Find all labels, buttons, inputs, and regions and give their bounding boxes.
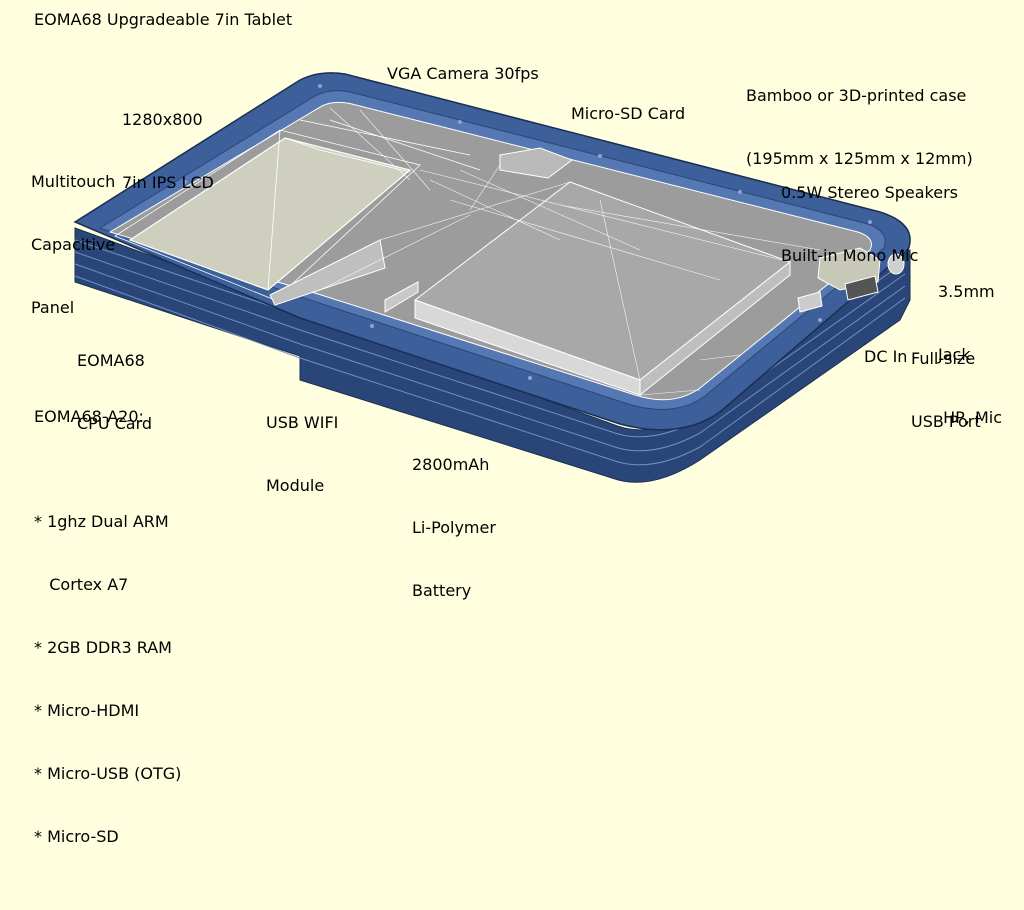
audio-jack	[887, 253, 905, 275]
label-usb-port: Full-size USB Port	[911, 306, 981, 453]
label-usb-port-line-2: USB Port	[911, 412, 981, 431]
label-touch-line-3: Panel	[31, 298, 75, 317]
label-usb-port-line-1: Full-size	[911, 349, 976, 368]
label-cpu-card-line-1: EOMA68	[77, 351, 145, 370]
label-battery-line-2: Li-Polymer	[412, 518, 496, 537]
spec-item: * 1ghz Dual ARM	[34, 512, 169, 531]
lcd-panel	[128, 137, 412, 291]
label-lcd-line-2: 7in IPS LCD	[122, 173, 214, 192]
label-cpu-card-line-2: CPU Card	[77, 414, 153, 433]
label-jack-line-2: Jack	[938, 345, 971, 364]
label-touch: Multitouch Capacitive Panel	[31, 129, 115, 339]
label-speakers: 0.5W Stereo Speakers Built-in Mono Mic	[781, 140, 958, 287]
wifi-module-block	[384, 281, 419, 313]
label-case-line-2: (195mm x 125mm x 12mm)	[746, 149, 973, 168]
diagram-title: EOMA68 Upgradeable 7in Tablet	[34, 10, 293, 29]
label-case: Bamboo or 3D-printed case (195mm x 125mm…	[746, 43, 973, 190]
spec-item: * 2GB DDR3 RAM	[34, 638, 172, 657]
spec-item: * Micro-HDMI	[34, 701, 140, 720]
label-wifi-line-2: Module	[266, 476, 325, 495]
spec-item: Cortex A7	[34, 575, 129, 594]
label-jack-line-3: HP, Mic	[938, 408, 1002, 427]
usb-port-block	[844, 275, 879, 301]
label-battery: 2800mAh Li-Polymer Battery	[412, 412, 496, 622]
label-lcd-line-1: 1280x800	[122, 110, 203, 129]
case-rivets	[183, 84, 872, 380]
label-microsd-card: Micro-SD Card	[571, 104, 686, 123]
cpu-card-block	[269, 239, 386, 306]
page: { "title": "EOMA68 Upgradeable 7in Table…	[31, 10, 1002, 846]
label-case-line-1: Bamboo or 3D-printed case	[746, 86, 967, 105]
spec-heading: EOMA68-A20:	[34, 407, 144, 426]
label-lcd: 1280x800 7in IPS LCD	[122, 67, 214, 214]
spec-item: * Micro-USB (OTG)	[34, 764, 182, 783]
battery-end	[639, 260, 791, 397]
dc-in-block	[797, 291, 823, 313]
label-dc-in: DC In	[864, 347, 908, 366]
label-touch-line-2: Capacitive	[31, 235, 116, 254]
label-jack-line-1: 3.5mm	[938, 282, 995, 301]
label-battery-line-1: 2800mAh	[412, 455, 490, 474]
label-wifi-line-1: USB WIFI	[266, 413, 339, 432]
label-wifi: USB WIFI Module	[266, 370, 338, 517]
label-touch-line-1: Multitouch	[31, 172, 116, 191]
label-camera: VGA Camera 30fps	[387, 64, 539, 83]
label-speakers-line-2: Built-in Mono Mic	[781, 246, 919, 265]
micro-sd-block	[499, 147, 574, 179]
spec-list: * 1ghz Dual ARM Cortex A7 * 2GB DDR3 RAM…	[34, 469, 181, 889]
lcd-wireframe	[114, 119, 481, 301]
label-speakers-line-1: 0.5W Stereo Speakers	[781, 183, 958, 202]
label-cpu-card: EOMA68 CPU Card	[77, 308, 152, 455]
label-jack: 3.5mm Jack HP, Mic	[938, 239, 1002, 449]
tablet-exploded-diagram	[73, 72, 911, 483]
label-battery-line-3: Battery	[412, 581, 472, 600]
spec-item: * Micro-SD	[34, 827, 119, 846]
spec-block: EOMA68-A20: * 1ghz Dual ARM Cortex A7 * …	[34, 364, 181, 910]
interior-wireframe	[319, 107, 821, 396]
